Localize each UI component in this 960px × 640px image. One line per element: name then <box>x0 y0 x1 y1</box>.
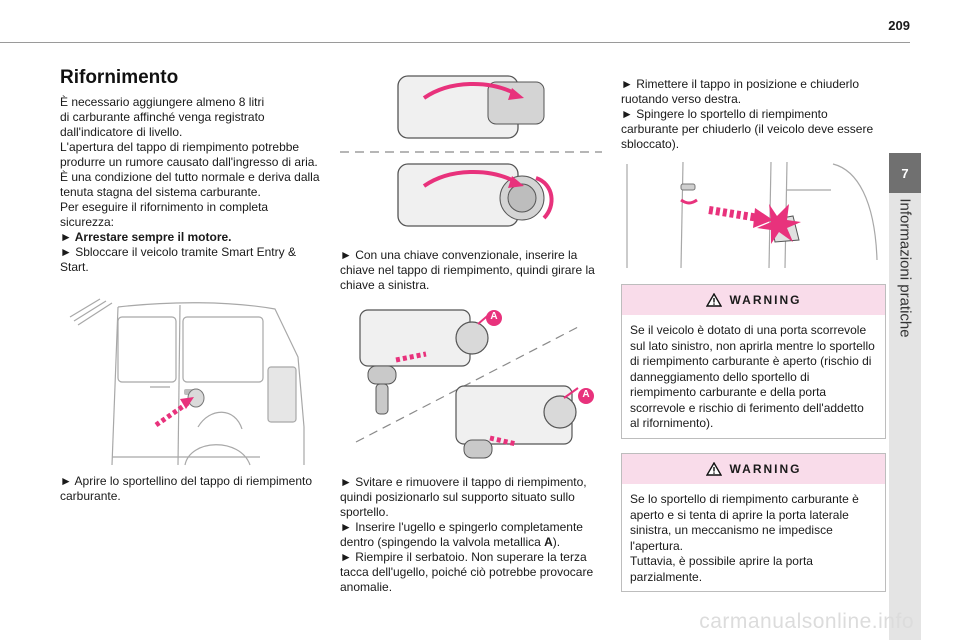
valve-text: dentro (spingendo la valvola metallica <box>340 535 545 549</box>
section-heading: Rifornimento <box>60 67 179 88</box>
intro-line: Per eseguire il rifornimento in completa <box>60 200 269 214</box>
caption-open-flap: ► Aprire lo sportellino del tappo di rie… <box>60 474 322 504</box>
column-left: Rifornimento È necessario aggiungere alm… <box>60 67 322 275</box>
warning-box-side-door: WARNING Se lo sportello di riempimento c… <box>621 453 886 592</box>
step-line: ► Spingere lo sportello di riempimento <box>621 107 828 121</box>
step-line: ruotando verso destra. <box>621 92 742 106</box>
caption-line: ► Aprire lo sportellino del tappo di rie… <box>60 474 313 488</box>
steps-close: ► Rimettere il tappo in posizione e chiu… <box>621 77 886 152</box>
step-line: sbloccato). <box>621 137 680 151</box>
step-line: sportello. <box>340 505 389 519</box>
figure-label-a: A <box>582 389 590 400</box>
warning-line: parzialmente. <box>630 569 703 584</box>
warning-line: sul lato sinistro, non aprirla mentre lo… <box>630 338 875 353</box>
warning-triangle-icon <box>705 462 722 476</box>
step-unlock-line: Start. <box>60 260 89 274</box>
step-stop-engine: ► Arrestare sempre il motore. <box>60 230 232 244</box>
caption-line: chiave a sinistra. <box>340 278 430 292</box>
warning-line: di riempimento carburante è aperto (risc… <box>630 354 872 368</box>
chapter-tab[interactable]: 7 <box>889 153 921 193</box>
page-number: 209 <box>888 18 910 33</box>
warning-box-sliding-door: WARNING Se il veicolo è dotato di una po… <box>621 284 886 439</box>
figure-van-fuel-flap <box>69 298 305 466</box>
step-line: ► Rimettere il tappo in posizione e chiu… <box>621 77 860 91</box>
warning-line: al rifornimento). <box>630 416 714 430</box>
step-line: anomalie. <box>340 580 393 594</box>
warning-line: danneggiamento dello sportello di <box>630 369 810 384</box>
caption-line: carburante. <box>60 489 121 503</box>
warning-line: Se lo sportello di riempimento carburant… <box>630 492 859 506</box>
warning-line: aperto e si tenta di aprire la porta lat… <box>630 507 849 522</box>
watermark: carmanualsonline.info <box>699 610 914 633</box>
header-rule <box>0 42 910 43</box>
chapter-strip <box>889 193 921 640</box>
intro-line: di carburante affinché venga registrato <box>60 110 265 124</box>
intro-line: È una condizione del tutto normale e der… <box>60 170 320 184</box>
warning-header: WARNING <box>622 454 885 484</box>
chapter-title: Informazioni pratiche <box>896 198 914 338</box>
warning-line: scorrevole e rischio di ferimento dell'a… <box>630 400 864 415</box>
valve-letter: A <box>544 535 553 549</box>
figure-key-cap <box>340 75 602 227</box>
valve-text-end: ). <box>552 535 561 549</box>
warning-body: Se lo sportello di riempimento carburant… <box>622 484 885 593</box>
warning-line: Tuttavia, è possibile aprire la porta <box>630 554 813 568</box>
step-line: ► Riempire il serbatoio. Non superare la… <box>340 550 587 564</box>
warning-title: WARNING <box>729 462 802 476</box>
warning-line: sinistra, un meccanismo ne impedisce <box>630 523 833 537</box>
intro-line: tenuta stagna del sistema carburante. <box>60 185 261 199</box>
step-unlock-line: ► Sbloccare il veicolo tramite Smart Ent… <box>60 245 296 259</box>
step-line: quindi posizionarlo sul supporto situato… <box>340 490 575 504</box>
warning-header: WARNING <box>622 285 885 315</box>
steps-fill: ► Svitare e rimuovere il tappo di riempi… <box>340 475 602 595</box>
figure-push-flap <box>626 161 878 269</box>
caption-key: ► Con una chiave convenzionale, inserire… <box>340 248 602 293</box>
step-line: ► Inserire l'ugello e spingerlo completa… <box>340 520 583 534</box>
step-line: ► Svitare e rimuovere il tappo di riempi… <box>340 475 587 489</box>
intro-line: produrre un rumore causato dall'ingresso… <box>60 155 318 169</box>
caption-line: chiave nel tappo di riempimento, quindi … <box>340 263 595 277</box>
warning-line: l'apertura. <box>630 538 683 553</box>
warning-title: WARNING <box>729 293 802 307</box>
step-line: dentro (spingendo la valvola metallica A… <box>340 535 602 550</box>
step-line: carburante per chiuderlo (il veicolo dev… <box>621 122 874 136</box>
warning-line: riempimento carburante e della porta <box>630 385 827 399</box>
warning-line: Se il veicolo è dotato di una porta scor… <box>630 323 867 337</box>
intro-line: dall'indicatore di livello. <box>60 125 183 139</box>
intro-line: sicurezza: <box>60 215 115 229</box>
figure-remove-cap <box>355 309 594 459</box>
figure-label-a: A <box>490 311 498 322</box>
caption-line: ► Con una chiave convenzionale, inserire… <box>340 248 578 262</box>
warning-triangle-icon <box>705 293 722 307</box>
step-line: tacca dell'ugello, poiché ciò potrebbe p… <box>340 565 594 579</box>
intro-line: L'apertura del tappo di riempimento potr… <box>60 140 300 154</box>
warning-body: Se il veicolo è dotato di una porta scor… <box>622 315 885 440</box>
intro-line: È necessario aggiungere almeno 8 litri <box>60 95 265 109</box>
